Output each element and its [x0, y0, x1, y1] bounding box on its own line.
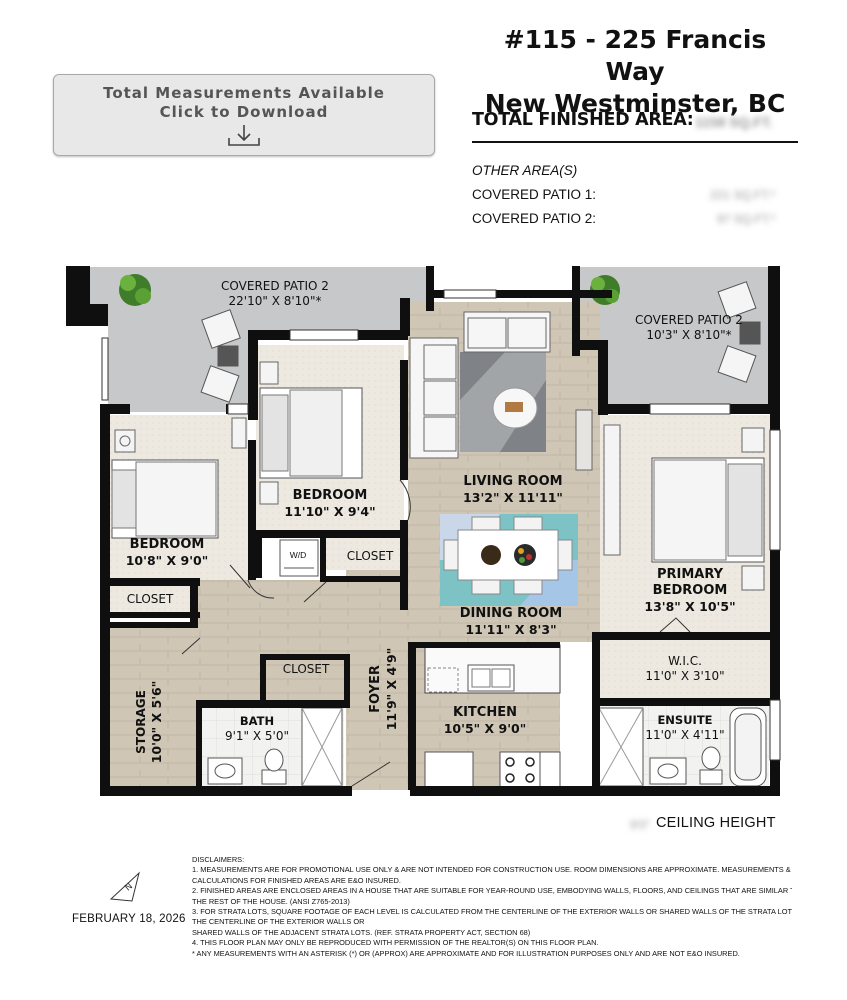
wd-label: W/D: [289, 550, 307, 560]
disclaimer-line: 2. Finished areas are enclosed areas in …: [192, 886, 792, 896]
disclaimers: Disclaimers: 1. Measurements are for pro…: [192, 855, 792, 959]
bath-dim: 9'1" X 5'0": [224, 729, 290, 743]
fireplace: [575, 409, 593, 471]
wic-label: W.I.C. 11'0" X 3'10": [620, 654, 750, 684]
ceiling-height-value: 9'0": [630, 818, 650, 832]
foyer-name: FOYER: [368, 665, 383, 713]
north-arrow-icon: N: [109, 871, 140, 902]
other-areas-label: OTHER AREA(S): [472, 163, 578, 178]
plan-date: FEBRUARY 18, 2026: [72, 913, 186, 925]
kitchen-name: KITCHEN: [453, 705, 517, 720]
wic-dim: 11'0" X 3'10": [645, 669, 725, 683]
ceiling-height-label: CEILING HEIGHT: [656, 815, 776, 831]
primary-dim: 13'8" X 10'5": [644, 599, 736, 614]
closet-hall-label: CLOSET: [282, 662, 330, 676]
bedroom-left-dim: 10'8" X 9'0": [125, 553, 209, 568]
ensuite-dim: 11'0" X 4'11": [645, 728, 725, 742]
sofa-left: [409, 337, 459, 459]
floor-storage: [108, 628, 196, 788]
bath-label: BATH 9'1" X 5'0": [212, 713, 302, 744]
patio-left: [90, 267, 430, 412]
header-divider: [472, 141, 798, 143]
kitchen-dim: 10'5" X 9'0": [443, 721, 527, 736]
living-room-name: LIVING ROOM: [463, 474, 563, 489]
ensuite-name: ENSUITE: [657, 713, 713, 727]
ensuite-label: ENSUITE 11'0" X 4'11": [625, 712, 745, 743]
bed-left: [111, 417, 247, 539]
wic-name: W.I.C.: [668, 654, 702, 668]
dining-room-name: DINING ROOM: [459, 606, 563, 621]
address-line-2: New Westminster, BC: [484, 89, 786, 118]
bedroom-center-label: BEDROOM 11'10" X 9'4": [270, 488, 390, 520]
patio-right-dim: 10'3" X 8'10"*: [646, 328, 732, 342]
sofa-top: [463, 311, 551, 353]
disclaimer-line: shared walls of the adjacent strata lots…: [192, 927, 531, 937]
kitchen-label: KITCHEN 10'5" X 9'0": [420, 705, 550, 737]
download-line-1: Total Measurements Available: [103, 84, 385, 102]
walls: [66, 266, 780, 796]
covered-patio-1-label: COVERED PATIO 1:: [472, 187, 597, 202]
bed-primary: [603, 424, 765, 591]
patio-furniture-right: [717, 281, 761, 383]
patio-right-label: COVERED PATIO 2 10'3" X 8'10"*: [614, 313, 764, 343]
floor-closet-left: [108, 585, 193, 613]
download-measurements-button[interactable]: Total Measurements Available Click to Do…: [53, 74, 435, 156]
bedroom-left-label: BEDROOM 10'8" X 9'0": [112, 537, 222, 569]
address-line-1: #115 - 225 Francis Way: [503, 25, 767, 86]
storage-label: STORAGE 10'0" X 5'6": [133, 674, 167, 770]
disclaimer-line: Disclaimers:: [192, 855, 245, 864]
closet-left-label: CLOSET: [126, 592, 174, 606]
bedroom-left-name: BEDROOM: [129, 537, 205, 552]
total-finished-area-label: TOTAL FINISHED AREA:: [472, 110, 694, 130]
plant-left: [119, 274, 151, 306]
disclaimer-line: 1. Measurements are for promotional use …: [192, 865, 791, 875]
download-icon: [228, 125, 260, 146]
dining-room-label: DINING ROOM 11'11" X 8'3": [446, 606, 576, 638]
covered-patio-2-label: COVERED PATIO 2:: [472, 211, 597, 226]
primary-bedroom-label: PRIMARY BEDROOM 13'8" X 10'5": [640, 567, 740, 615]
property-address: #115 - 225 Francis Way New Westminster, …: [470, 24, 800, 120]
patio-left-label: COVERED PATIO 2 22'10" X 8'10"*: [200, 279, 350, 309]
door-swings: [181, 479, 691, 787]
primary-name-1: PRIMARY: [656, 567, 724, 582]
washer-dryer: [279, 539, 319, 577]
download-line-2: Click to Download: [159, 103, 329, 121]
windows: [101, 289, 781, 761]
disclaimer-line: * Any measurements with an asterisk (*) …: [192, 948, 740, 958]
covered-patio-2-value: 97 SQ.FT.*: [717, 212, 776, 226]
compass-letter: N: [123, 882, 135, 894]
patio-left-dim: 22'10" X 8'10"*: [228, 294, 322, 308]
kitchen-counters: [424, 644, 561, 789]
covered-patio-1-value: 221 SQ.FT.*: [710, 188, 776, 202]
disclaimer-line: calculations for finished areas are E&O …: [192, 875, 401, 885]
foyer-label: FOYER 11'9" X 4'9": [368, 634, 402, 744]
living-room-label: LIVING ROOM 13'2" X 11'11": [448, 474, 578, 506]
patio-left-name: COVERED PATIO 2: [221, 279, 329, 293]
dining-room-dim: 11'11" X 8'3": [465, 622, 557, 637]
total-finished-area-value: 1158 SQ.FT.: [695, 114, 773, 130]
primary-name-2: BEDROOM: [652, 583, 728, 598]
storage-dim: 10'0" X 5'6": [149, 680, 164, 764]
bed-center: [259, 361, 363, 505]
patio-furniture-left: [200, 309, 241, 403]
disclaimer-line: 4. This floor plan may only be reproduce…: [192, 938, 599, 948]
storage-name: STORAGE: [134, 690, 148, 754]
closet-center-label: CLOSET: [346, 549, 394, 563]
patio-right-name: COVERED PATIO 2: [635, 313, 743, 327]
foyer-dim: 11'9" X 4'9": [384, 647, 399, 731]
disclaimer-line: the centerline of the exterior walls or: [192, 917, 365, 927]
disclaimer-line: the rest of the house. (ANSI Z765-2013): [192, 896, 350, 906]
bath-fixtures: [207, 707, 343, 787]
disclaimer-line: 3. For strata lots, square footage of ea…: [192, 907, 792, 917]
dining-table: [443, 516, 573, 595]
floor-closet-center: [322, 538, 402, 570]
floor-wic: [600, 640, 770, 698]
living-room-dim: 13'2" X 11'11": [463, 490, 563, 505]
ensuite-fixtures: [598, 707, 767, 787]
bedroom-center-dim: 11'10" X 9'4": [284, 504, 376, 519]
bath-name: BATH: [239, 714, 275, 728]
bedroom-center-name: BEDROOM: [292, 488, 368, 503]
